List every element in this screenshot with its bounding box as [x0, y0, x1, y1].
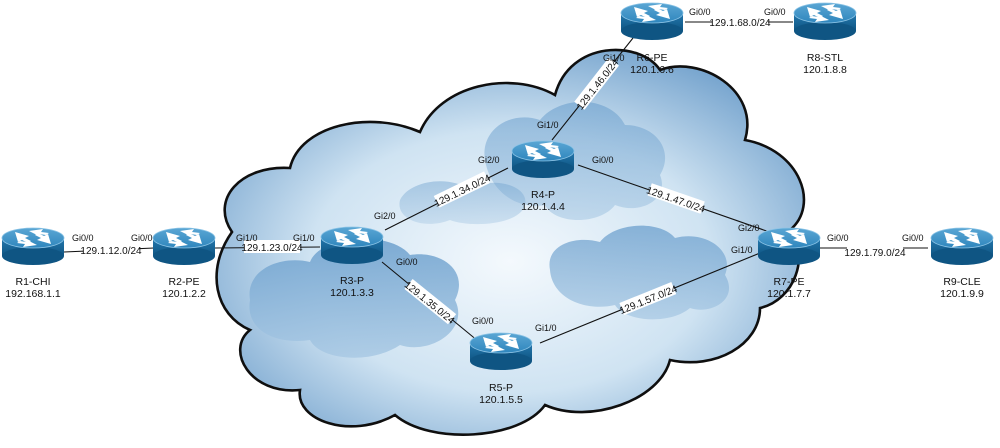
router-name: R3-P [340, 275, 364, 287]
router-ip: 120.1.6.6 [630, 64, 674, 76]
if-r5-gi1-0: Gi1/0 [535, 323, 557, 333]
router-icon [620, 2, 684, 41]
if-r2-gi0-0: Gi0/0 [131, 233, 153, 243]
router-icon [320, 226, 384, 265]
if-r4-gi2-0: Gi2/0 [478, 155, 500, 165]
svg-text:129.1.12.0/24: 129.1.12.0/24 [80, 246, 142, 257]
router-icon [757, 227, 821, 266]
router-ip: 120.1.4.4 [521, 201, 565, 213]
if-r1-gi0-0: Gi0/0 [72, 233, 94, 243]
interface-labels: Gi0/0 Gi0/0 Gi1/0 Gi1/0 Gi2/0 Gi2/0 Gi0/… [72, 7, 924, 333]
router-icon [152, 227, 216, 266]
if-r5-gi0-0: Gi0/0 [472, 316, 494, 326]
network-cloud [215, 48, 806, 436]
if-r4-gi0-0: Gi0/0 [592, 155, 614, 165]
router-name: R2-PE [169, 276, 200, 288]
if-r8-gi0-0: Gi0/0 [764, 7, 786, 17]
if-r3-gi2-0: Gi2/0 [374, 211, 396, 221]
router-r5[interactable]: R5-P 120.1.5.5 [469, 332, 533, 406]
router-ip: 120.1.3.3 [330, 287, 374, 299]
subnet-label-r2-r3: 129.1.23.0/24 [241, 240, 303, 254]
router-icon [930, 227, 994, 266]
if-r7-gi2-0: Gi2/0 [738, 223, 760, 233]
router-ip: 120.1.9.9 [940, 288, 984, 300]
if-r2-gi1-0: Gi1/0 [236, 233, 258, 243]
router-icon [793, 2, 857, 41]
subnet-label-r7-r9: 129.1.79.0/24 [844, 245, 906, 259]
router-r2[interactable]: R2-PE 120.1.2.2 [152, 227, 216, 300]
subnet-label-r6-r8: 129.1.68.0/24 [709, 15, 771, 29]
router-ip: 120.1.2.2 [162, 288, 206, 300]
if-r9-gi0-0: Gi0/0 [902, 233, 924, 243]
if-r4-gi1-0: Gi1/0 [537, 120, 559, 130]
svg-text:129.1.23.0/24: 129.1.23.0/24 [241, 243, 303, 254]
router-name: R6-PE [637, 52, 668, 64]
if-r7-gi1-0: Gi1/0 [731, 245, 753, 255]
if-r7-gi0-0: Gi0/0 [827, 233, 849, 243]
subnet-label-r1-r2: 129.1.12.0/24 [80, 243, 142, 257]
router-r4[interactable]: R4-P 120.1.4.4 [511, 140, 575, 213]
svg-text:129.1.68.0/24: 129.1.68.0/24 [709, 18, 771, 29]
router-icon [469, 332, 533, 371]
router-r6[interactable]: R6-PE 120.1.6.6 [620, 2, 684, 76]
if-r3-gi1-0: Gi1/0 [293, 233, 315, 243]
svg-text:129.1.79.0/24: 129.1.79.0/24 [844, 248, 906, 259]
if-r3-gi0-0: Gi0/0 [396, 257, 418, 267]
router-ip: 120.1.7.7 [767, 288, 811, 300]
router-name: R4-P [531, 189, 555, 201]
router-r8[interactable]: R8-STL 120.1.8.8 [793, 2, 857, 76]
router-r7[interactable]: R7-PE 120.1.7.7 [757, 227, 821, 300]
router-r9[interactable]: R9-CLE 120.1.9.9 [930, 227, 994, 300]
if-r6-gi0-0: Gi0/0 [689, 7, 711, 17]
router-name: R7-PE [774, 276, 805, 288]
router-icon [1, 227, 65, 266]
router-name: R8-STL [807, 52, 843, 64]
router-name: R5-P [489, 382, 513, 394]
router-r3[interactable]: R3-P 120.1.3.3 [320, 226, 384, 299]
router-r1[interactable]: R1-CHI 192.168.1.1 [1, 227, 65, 300]
router-icon [511, 140, 575, 179]
router-ip: 120.1.8.8 [803, 64, 847, 76]
router-name: R1-CHI [15, 276, 50, 288]
router-ip: 120.1.5.5 [479, 394, 523, 406]
if-r6-gi1-0: Gi1/0 [603, 53, 625, 63]
router-ip: 192.168.1.1 [5, 288, 61, 300]
router-name: R9-CLE [943, 276, 980, 288]
